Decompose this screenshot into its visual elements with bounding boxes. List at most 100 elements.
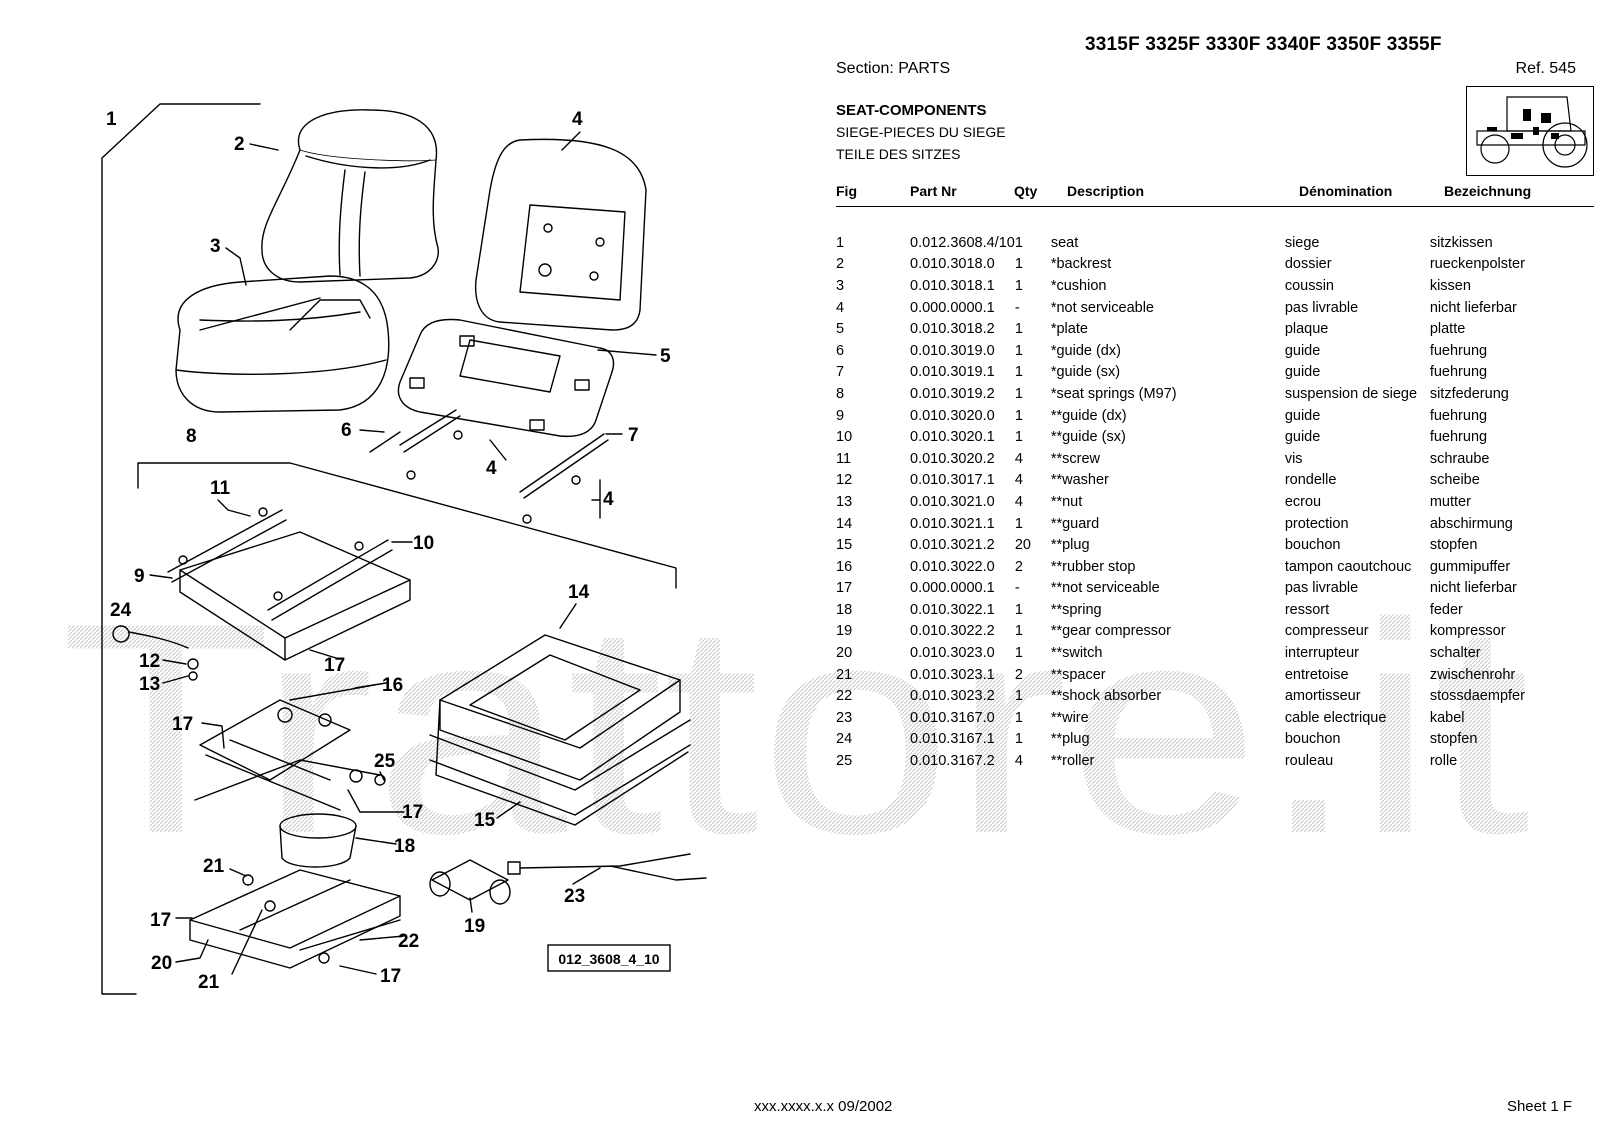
cell-description: *plate (1050, 321, 1088, 338)
cell-qty: 1 (1014, 342, 1023, 359)
callout: 6 (341, 420, 352, 441)
cell-description: **screw (1050, 450, 1100, 467)
callout: 23 (564, 886, 585, 907)
cell-fig: 7 (836, 364, 845, 381)
cell-fig: 10 (836, 429, 853, 446)
callout: 9 (134, 566, 145, 587)
cell-bezeichnung: stossdaempfer (1429, 688, 1525, 705)
cell-description: **washer (1050, 472, 1109, 489)
callout: 11 (210, 478, 231, 499)
cell-qty: 1 (1014, 407, 1023, 424)
cell-part-nr: 0.000.0000.1 (910, 580, 995, 597)
cell-part-nr: 0.010.3020.2 (910, 450, 995, 467)
wire-drawing (519, 853, 707, 881)
cell-description: *guide (dx) (1050, 342, 1121, 359)
callout: 17 (380, 966, 401, 987)
title-french: SIEGE-PIECES DU SIEGE (836, 124, 1006, 140)
cell-denomination: plaque (1284, 321, 1329, 338)
callout: 8 (186, 426, 197, 447)
cell-bezeichnung: kompressor (1429, 623, 1506, 640)
cell-bezeichnung: kabel (1429, 709, 1465, 726)
cell-fig: 2 (836, 256, 845, 273)
compressor-drawing (429, 859, 511, 905)
callout: 16 (382, 675, 403, 696)
callout: 15 (474, 810, 496, 831)
cell-fig: 6 (836, 342, 845, 359)
cell-description: *not serviceable (1050, 299, 1154, 316)
cell-fig: 11 (836, 450, 852, 467)
cell-part-nr: 0.010.3018.0 (910, 256, 995, 273)
cell-fig: 15 (836, 537, 853, 554)
cell-fig: 18 (836, 601, 853, 618)
callout: 21 (198, 972, 220, 993)
callout: 22 (398, 931, 419, 952)
cell-qty: 1 (1014, 645, 1023, 662)
cell-fig: 13 (836, 493, 853, 510)
callout: 17 (150, 910, 171, 931)
section-label: Section: PARTS (836, 60, 951, 77)
cell-part-nr: 0.010.3167.0 (910, 709, 995, 726)
cell-part-nr: 0.010.3019.0 (910, 342, 995, 359)
cell-bezeichnung: rueckenpolster (1429, 256, 1525, 273)
cell-description: *cushion (1050, 277, 1107, 294)
callout: 20 (151, 953, 172, 974)
cell-qty: 1 (1014, 601, 1023, 618)
cell-denomination: dossier (1284, 256, 1332, 273)
cell-bezeichnung: schraube (1429, 450, 1490, 467)
cell-qty: 4 (1014, 493, 1023, 510)
cell-bezeichnung: schalter (1429, 645, 1481, 662)
bracket-seat-springs (137, 462, 677, 589)
cell-fig: 22 (836, 688, 853, 705)
scissor-frame-drawing (194, 699, 386, 811)
cell-fig: 14 (836, 515, 853, 532)
column-header-fig: Fig (836, 183, 857, 199)
cell-denomination: ressort (1284, 601, 1330, 618)
cell-bezeichnung: sitzkissen (1429, 234, 1493, 251)
cell-bezeichnung: nicht lieferbar (1429, 580, 1517, 597)
cell-bezeichnung: sitzfederung (1429, 385, 1509, 402)
cell-denomination: coussin (1284, 277, 1334, 294)
cell-qty: 1 (1014, 321, 1023, 338)
column-header-part-nr: Part Nr (910, 183, 957, 199)
cell-part-nr: 0.010.3018.2 (910, 321, 995, 338)
cell-qty: 4 (1014, 450, 1023, 467)
cell-description: **spring (1050, 601, 1102, 618)
cell-description: *seat springs (M97) (1050, 385, 1177, 402)
cell-description: **wire (1050, 709, 1089, 726)
cell-bezeichnung: nicht lieferbar (1429, 299, 1517, 316)
cell-part-nr: 0.010.3019.1 (910, 364, 995, 381)
cell-denomination: ecrou (1284, 493, 1322, 510)
cell-denomination: siege (1284, 234, 1320, 251)
cell-denomination: interrupteur (1284, 645, 1359, 662)
cell-part-nr: 0.012.3608.4/10 (910, 234, 1015, 251)
title-english: SEAT-COMPONENTS (836, 102, 987, 119)
cell-qty: 1 (1014, 364, 1023, 381)
cell-description: **rubber stop (1050, 558, 1136, 575)
cell-bezeichnung: gummipuffer (1429, 558, 1511, 575)
bracket-seat-assembly (101, 103, 261, 995)
cell-denomination: suspension de siege (1284, 385, 1418, 402)
cell-fig: 25 (836, 753, 853, 770)
cell-qty: 2 (1014, 666, 1023, 683)
cushion-drawing (175, 275, 390, 413)
callout: 5 (660, 346, 671, 367)
cell-qty: 1 (1014, 731, 1023, 748)
cell-fig: 5 (836, 321, 845, 338)
cell-bezeichnung: feder (1429, 601, 1463, 618)
cell-denomination: rouleau (1284, 753, 1334, 770)
cell-denomination: pas livrable (1284, 299, 1359, 316)
callout: 13 (139, 674, 160, 695)
column-header-denomination: Dénomination (1299, 183, 1393, 199)
reference-number: Ref. 545 (1515, 60, 1576, 77)
cell-description: **switch (1050, 645, 1103, 662)
